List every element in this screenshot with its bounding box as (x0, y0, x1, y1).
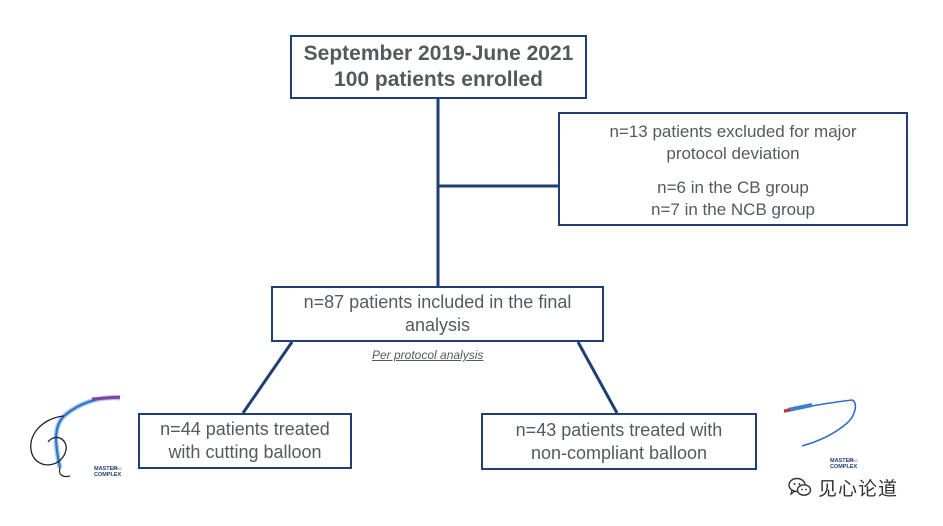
left-device-brand-suffix: PRO (113, 466, 122, 471)
ncb-arm-treatment: non-compliant balloon (530, 442, 708, 463)
cb-arm-treatment: with cutting balloon (168, 442, 322, 462)
connector-to-cb-arm (241, 341, 294, 414)
wechat-icon (788, 477, 812, 496)
non-compliant-balloon-arm-box: n=43 patients treated with non-compliant… (481, 413, 757, 470)
watermark: 见心论道 (788, 474, 898, 501)
ncb-arm-count: n=43 patients treated with (515, 419, 723, 440)
included-box: n=87 patients included in the final anal… (271, 286, 604, 342)
excluded-cb-count: n=6 in the CB group (657, 178, 809, 197)
excluded-reason: protocol deviation (666, 144, 800, 163)
excluded-count: n=13 patients excluded for major (609, 122, 857, 141)
cb-arm-count: n=44 patients treated (160, 419, 330, 439)
included-count: n=87 patients included in the final (303, 292, 572, 312)
enrolled-period: September 2019-June 2021 (303, 42, 574, 65)
excluded-ncb-count: n=7 in the NCB group (651, 200, 815, 219)
cutting-balloon-device-image: MASTER PRO COMPLEX (30, 395, 122, 478)
left-device-brand: MASTER (94, 466, 117, 472)
right-device-brand-line2: COMPLEX (830, 464, 858, 470)
right-device-brand-suffix: PRO (849, 458, 858, 463)
cutting-balloon-arm-box: n=44 patients treated with cutting ballo… (138, 413, 352, 469)
included-analysis: analysis (404, 315, 471, 335)
watermark-text: 见心论道 (818, 478, 899, 500)
excluded-box: n=13 patients excluded for major protoco… (558, 112, 908, 226)
enrolled-count: 100 patients enrolled (334, 68, 543, 91)
connector-to-ncb-arm (576, 341, 619, 414)
left-device-brand-line2: COMPLEX (94, 472, 122, 478)
enrolled-box: September 2019-June 2021 100 patients en… (290, 35, 587, 99)
non-compliant-balloon-device-image: MASTER PRO COMPLEX (783, 399, 858, 470)
right-device-brand: MASTER (830, 458, 853, 464)
per-protocol-label: Per protocol analysis (372, 348, 484, 362)
